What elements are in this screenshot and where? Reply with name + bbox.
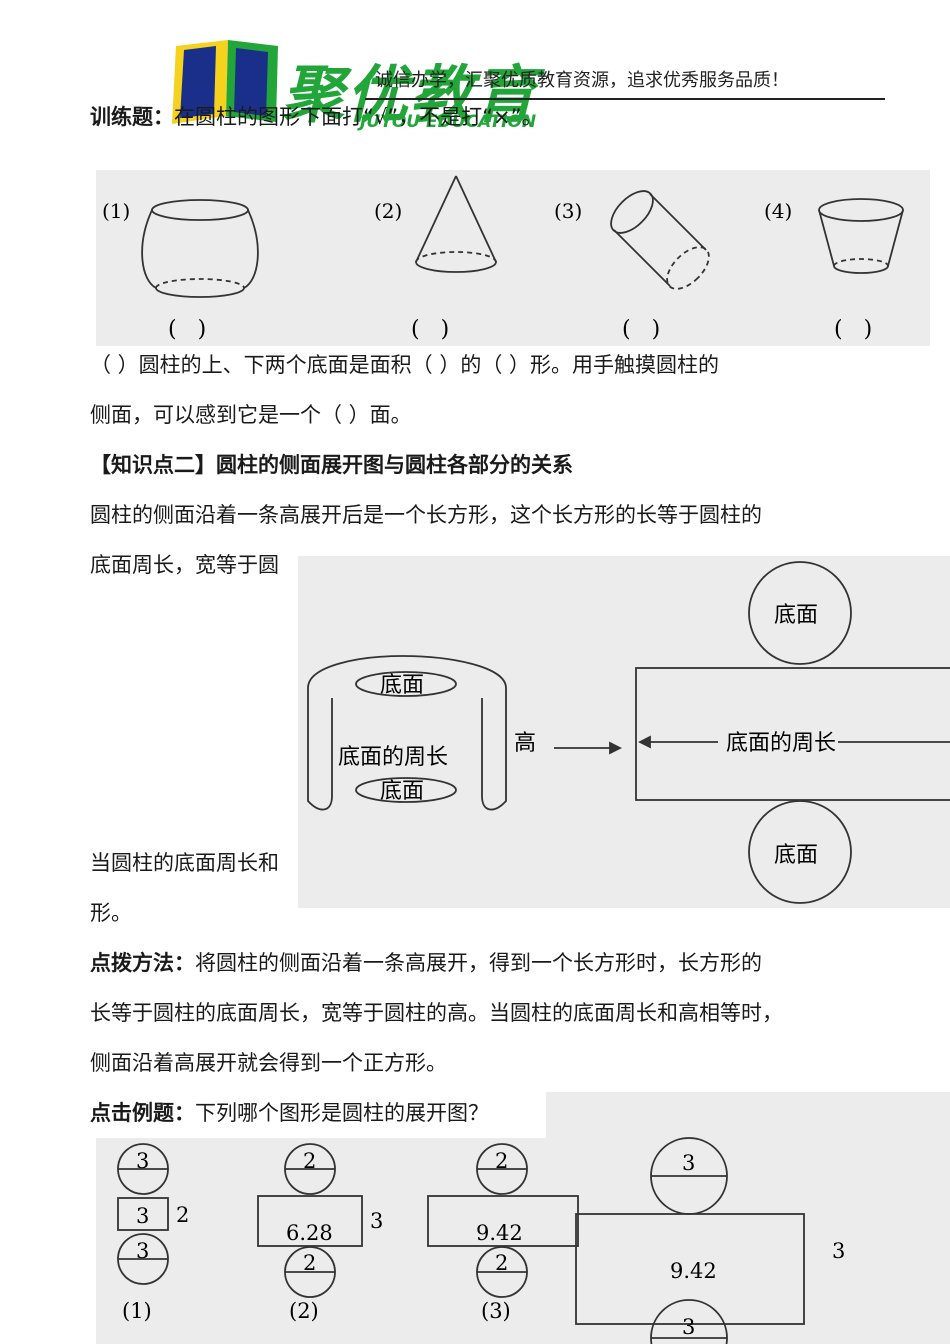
base-label-bottom: 底面	[380, 779, 424, 804]
example-figures	[96, 1138, 546, 1344]
answer-mark-2: ( )	[411, 317, 449, 342]
ex2-circle-top: 2	[303, 1149, 316, 1173]
shape-label-2: (2)	[374, 199, 402, 223]
shape-label-1: (1)	[102, 199, 130, 223]
shape-label-3: (3)	[554, 199, 582, 223]
exercise-question: 训练题：在圆柱的图形下面打“√”，不是打“×”。	[90, 102, 543, 132]
circle-label-bottom: 底面	[774, 843, 818, 868]
answer-mark-1: ( )	[168, 317, 206, 342]
knowledge-para-2b: 形。	[90, 901, 132, 925]
exercise-label: 训练题：	[90, 105, 174, 129]
ex2-side: 3	[370, 1209, 383, 1233]
circle-label-top: 底面	[774, 603, 818, 628]
ex2-label: (2)	[289, 1299, 319, 1323]
example-text: 下列哪个图形是圆柱的展开图？	[195, 1101, 489, 1125]
fill-blank-line-1: （ ）圆柱的上、下两个底面是面积（ ）的（ ）形。用手触摸圆柱的	[90, 353, 720, 377]
height-label: 高	[514, 731, 536, 756]
logo-subtext: JUYOU EDUCATION	[360, 112, 537, 132]
logo-text: 聚优教育	[282, 58, 539, 131]
method-line-2: 长等于圆柱的底面周长，宽等于圆柱的高。当圆柱的底面周长和高相等时，	[90, 1001, 783, 1025]
ex1-side: 2	[176, 1203, 189, 1227]
header-divider	[365, 98, 885, 100]
shape-label-4: (4)	[764, 199, 792, 223]
base-label-top: 底面	[380, 673, 424, 698]
fill-blank-line-2: 侧面，可以感到它是一个（ ）面。	[90, 403, 412, 427]
circumference-label-rect: 底面的周长	[726, 731, 836, 756]
example-figure-4-bg	[546, 1092, 950, 1344]
header-slogan: 诚信办学，汇聚优质教育资源，追求优秀服务品质！	[375, 70, 789, 91]
circumference-label-cyl: 底面的周长	[338, 745, 448, 770]
example-label: 点击例题：	[90, 1101, 195, 1125]
ex1-circle-bottom: 3	[136, 1239, 149, 1263]
exercise-text: 在圆柱的图形下面打“√”，不是打“×”。	[174, 105, 543, 129]
answer-mark-4: ( )	[834, 317, 872, 342]
ex4-circle-top: 3	[682, 1151, 695, 1175]
method-line-3: 侧面沿着高展开就会得到一个正方形。	[90, 1051, 447, 1075]
unfold-diagram: 底面 底面的周长 底面 高 底面的周长 底面 底面	[298, 556, 950, 908]
ex3-rect: 9.42	[476, 1221, 523, 1245]
ex3-circle-top: 2	[495, 1149, 508, 1173]
knowledge-para-1b: 底面周长，宽等于圆	[90, 553, 279, 577]
ex3-label: (3)	[481, 1299, 511, 1323]
ex2-circle-bottom: 2	[303, 1251, 316, 1275]
ex1-label: (1)	[122, 1299, 152, 1323]
method-line-1: 点拨方法：将圆柱的侧面沿着一条高展开，得到一个长方形时，长方形的	[90, 948, 762, 978]
ex1-rect: 3	[136, 1204, 149, 1228]
knowledge-heading: 【知识点二】圆柱的侧面展开图与圆柱各部分的关系	[90, 453, 573, 477]
ex4-rect: 9.42	[670, 1259, 717, 1283]
knowledge-para-2a: 当圆柱的底面周长和	[90, 851, 279, 875]
answer-mark-3: ( )	[622, 317, 660, 342]
ex2-rect: 6.28	[286, 1221, 333, 1245]
knowledge-para-1a: 圆柱的侧面沿着一条高展开后是一个长方形，这个长方形的长等于圆柱的	[90, 503, 762, 527]
ex4-circle-bottom: 3	[682, 1315, 695, 1339]
example-question: 点击例题：下列哪个图形是圆柱的展开图？	[90, 1098, 489, 1128]
ex1-circle-top: 3	[136, 1149, 149, 1173]
ex4-side: 3	[832, 1239, 845, 1263]
ex3-circle-bottom: 2	[495, 1251, 508, 1275]
logo-icon	[172, 40, 278, 124]
method-text-1: 将圆柱的侧面沿着一条高展开，得到一个长方形时，长方形的	[195, 951, 762, 975]
method-label: 点拨方法：	[90, 951, 195, 975]
shapes-figure: (1) (2) (3) (4) ( ) ( ) ( ) ( )	[96, 170, 930, 346]
example-figures-svg: 3 3 2 3 (1) 2 6.28 3 2 (2) 2 9.42 2 (3) …	[117, 1137, 845, 1344]
